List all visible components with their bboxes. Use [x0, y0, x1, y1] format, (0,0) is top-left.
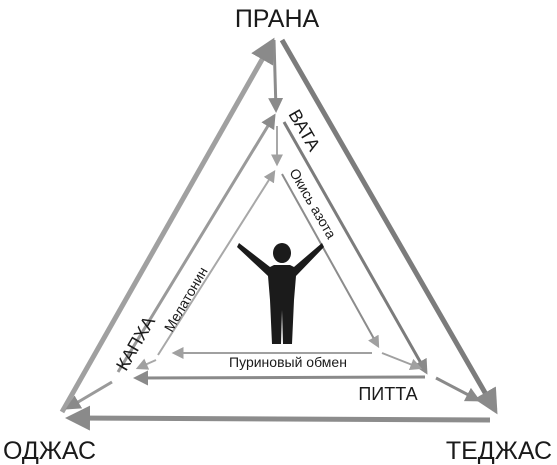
process-label-purine-metabolism: Пуриновый обмен [229, 354, 347, 370]
arrow-odzhas-to-prana [59, 37, 275, 414]
dosha-label-pitta: ПИТТА [358, 384, 417, 404]
dosha-label-kapha: КАПХА [112, 313, 159, 374]
arrow-prana-to-vata [268, 39, 284, 113]
outer-triangle [59, 37, 498, 431]
process-label-melatonin: Мелатонин [161, 264, 211, 334]
arrow-pitta-to-tedzhas [435, 376, 481, 402]
arrow-nitric-oxide-side [281, 173, 380, 349]
arrow-melatonin-side [157, 169, 276, 356]
arrow-purine-to-pitta [381, 352, 423, 371]
arrow-kapha-to-odzhas [65, 380, 113, 410]
dosha-label-vata: ВАТА [285, 106, 325, 154]
arrow-kapha-to-vata [116, 113, 276, 373]
arrow-melatonin-to-kapha [135, 358, 157, 370]
corner-label-tedzhas: ТЕДЖАС [446, 437, 552, 465]
arrow-pitta-to-kapha [133, 370, 426, 386]
arrow-tedzhas-to-odzhas [65, 405, 491, 431]
corner-label-odzhas: ОДЖАС [3, 437, 96, 465]
corner-label-prana: ПРАНА [235, 5, 320, 33]
arrow-vata-to-pitta [282, 121, 428, 375]
inner-triangle [135, 126, 423, 371]
arrow-prana-to-tedzhas [279, 38, 498, 415]
middle-triangle [65, 39, 481, 410]
human-figure-raised-arms-icon [237, 243, 324, 344]
